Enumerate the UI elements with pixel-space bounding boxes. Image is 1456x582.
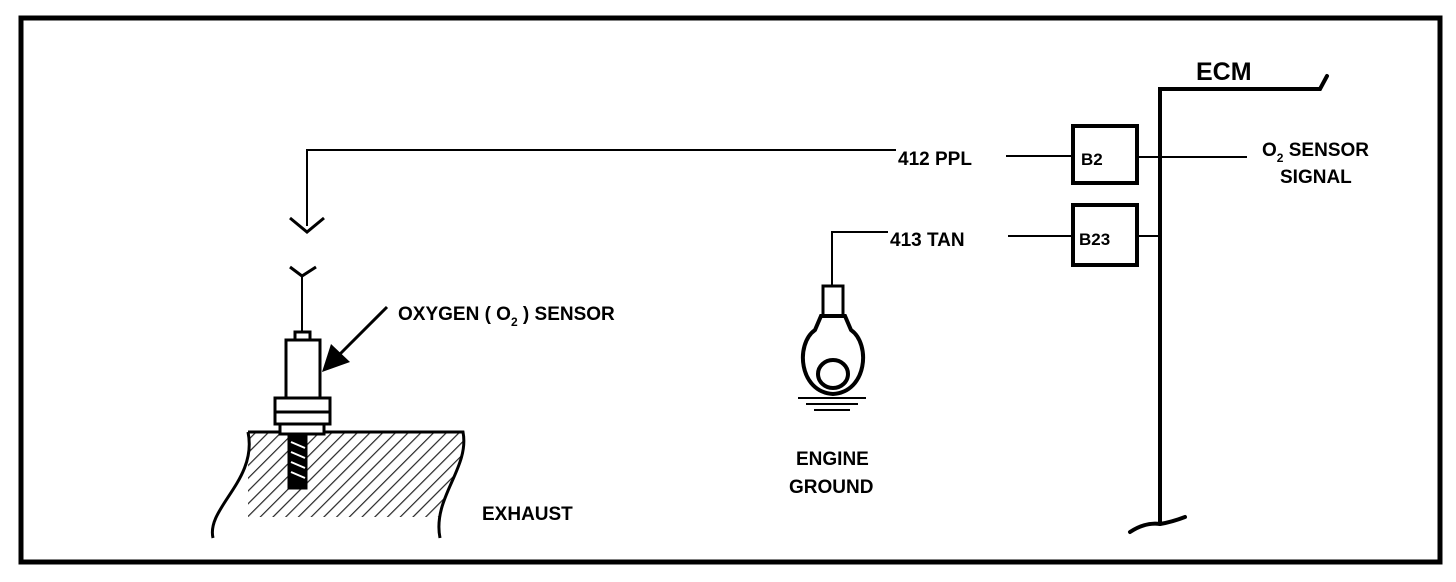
o2-sensor-signal-label: O2 SENSOR SIGNAL bbox=[1262, 140, 1369, 188]
exhaust-pipe bbox=[210, 430, 466, 539]
engine-ground-label-line1: ENGINE bbox=[796, 449, 869, 470]
pin-b2-label: B2 bbox=[1081, 150, 1103, 169]
wire-413-tan bbox=[831, 231, 1161, 286]
svg-text:O2 SENSOR: O2 SENSOR bbox=[1262, 140, 1369, 165]
exhaust-label: EXHAUST bbox=[482, 504, 573, 525]
svg-text:SIGNAL: SIGNAL bbox=[1280, 167, 1352, 188]
ground-symbol bbox=[798, 397, 866, 411]
diagram-border bbox=[18, 15, 1443, 565]
oxygen-sensor-label: OXYGEN ( O2 ) SENSOR bbox=[398, 304, 615, 329]
ecm-bracket bbox=[1128, 74, 1329, 534]
wire-413-label: 413 TAN bbox=[890, 230, 965, 251]
engine-ground-label-line2: GROUND bbox=[789, 477, 873, 498]
pin-b2-box bbox=[1071, 124, 1139, 185]
wire-412-ppl bbox=[306, 149, 1247, 226]
connector-male bbox=[289, 265, 317, 278]
sensor-pointer-arrow bbox=[322, 305, 389, 372]
ecm-label: ECM bbox=[1196, 58, 1252, 86]
engine-ground-terminal bbox=[800, 284, 866, 397]
wire-412-label: 412 PPL bbox=[898, 149, 972, 170]
pin-b23-label: B23 bbox=[1079, 230, 1110, 249]
oxygen-sensor bbox=[273, 330, 332, 490]
connector-female bbox=[289, 216, 325, 234]
